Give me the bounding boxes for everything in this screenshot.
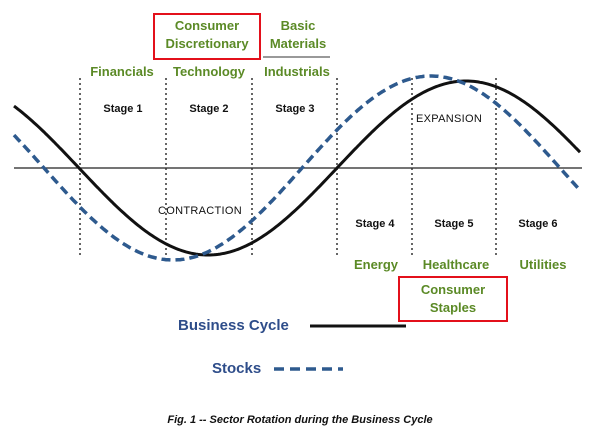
sector-healthcare: Healthcare (422, 257, 490, 272)
sector-financials: Financials (90, 64, 154, 79)
consumer-discretionary-highlight (153, 13, 261, 60)
sector-utilities: Utilities (519, 257, 567, 272)
sector-energy: Energy (353, 257, 399, 272)
stage-4-label: Stage 4 (355, 218, 395, 230)
business-cycle-curve (13, 79, 582, 257)
stage-1-label: Stage 1 (103, 103, 143, 115)
stage-2-label: Stage 2 (189, 103, 229, 115)
consumer-discretionary-line1: Consumer (174, 18, 240, 33)
stage-6-label: Stage 6 (518, 218, 558, 230)
sector-technology: Technology (173, 64, 245, 79)
figure-caption: Fig. 1 -- Sector Rotation during the Bus… (167, 414, 433, 426)
consumer-staples-highlight (398, 276, 508, 322)
stage-5-label: Stage 5 (434, 218, 474, 230)
basic-materials-line1: Basic (280, 18, 316, 33)
consumer-staples-line1: Consumer (420, 282, 486, 297)
contraction-label: CONTRACTION (158, 205, 242, 217)
sector-consumer-discretionary: Consumer Discretionary (154, 17, 260, 53)
sector-industrials: Industrials (264, 64, 330, 79)
consumer-discretionary-line2: Discretionary (165, 36, 249, 51)
stocks-curve (12, 74, 582, 262)
stocks-legend-label: Stocks (212, 360, 262, 377)
expansion-label: EXPANSION (416, 113, 483, 125)
basic-materials-line2: Materials (269, 36, 327, 51)
sector-basic-materials: Basic Materials (266, 17, 330, 53)
stage-3-label: Stage 3 (275, 103, 315, 115)
consumer-staples-line2: Staples (429, 300, 477, 315)
sector-consumer-staples: Consumer Staples (400, 281, 506, 317)
business-cycle-legend-label: Business Cycle (178, 317, 289, 334)
